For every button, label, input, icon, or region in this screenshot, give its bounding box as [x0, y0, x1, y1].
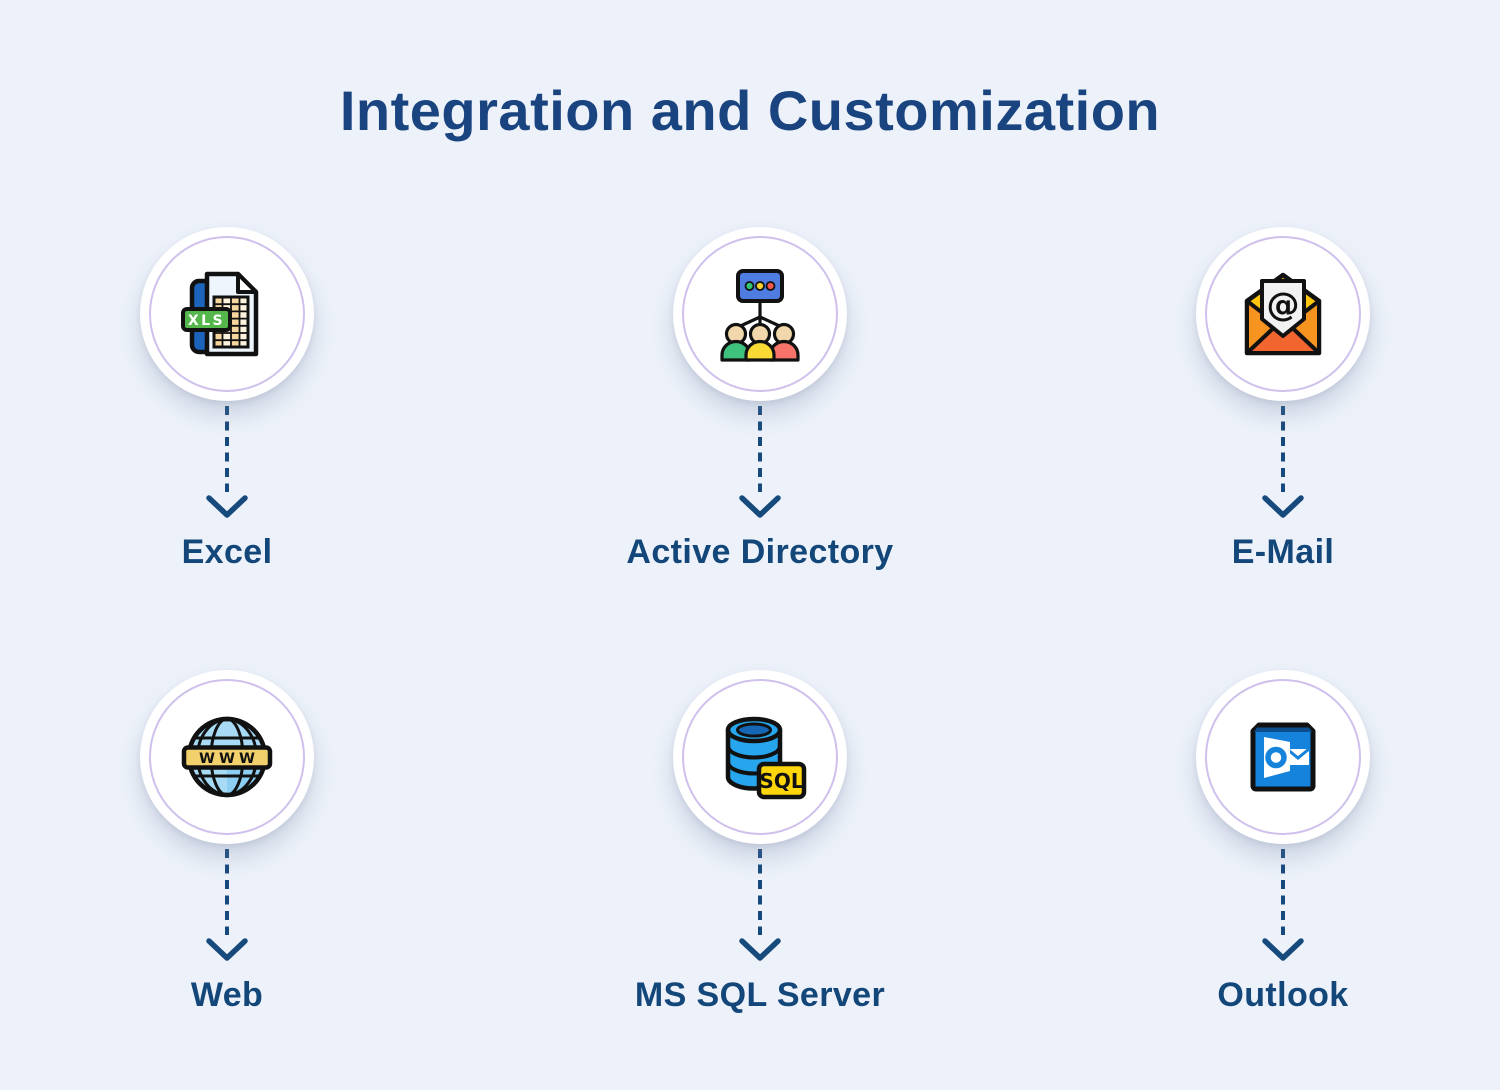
active-directory-hierarchy-icon — [720, 269, 800, 362]
xls-badge-text: XLS — [188, 313, 225, 329]
sql-badge-text: SQL — [759, 769, 803, 793]
items-grid: XLS Excel — [0, 227, 1500, 1017]
excel-xls-file-icon: XLS — [181, 271, 259, 357]
page-title: Integration and Customization — [339, 79, 1161, 142]
item-label-active-directory: Active Directory — [626, 533, 894, 571]
item-label-outlook: Outlook — [1217, 976, 1349, 1014]
sql-circle: SQL — [673, 670, 847, 844]
item-label-excel: Excel — [181, 533, 273, 571]
integration-item-active-directory: Active Directory — [626, 227, 893, 574]
integration-item-outlook: Outlook — [1196, 670, 1370, 1017]
email-circle: @ — [1196, 227, 1370, 401]
dashed-arrow-down — [1262, 849, 1304, 961]
item-label-web: Web — [190, 976, 264, 1014]
integration-item-excel: XLS Excel — [140, 227, 314, 574]
web-circle: WWW — [140, 670, 314, 844]
dashed-arrow-down — [206, 406, 248, 518]
excel-circle: XLS — [140, 227, 314, 401]
outlook-circle — [1196, 670, 1370, 844]
dashed-arrow-down — [206, 849, 248, 961]
at-symbol-text: @ — [1267, 285, 1300, 324]
www-banner-text: WWW — [199, 751, 259, 767]
active-directory-circle — [673, 227, 847, 401]
integration-item-email: @ E-Mail — [1196, 227, 1370, 574]
dashed-arrow-down — [739, 849, 781, 961]
sql-database-icon: SQL — [725, 716, 807, 800]
item-label-email: E-Mail — [1231, 533, 1335, 571]
item-label-ms-sql-server: MS SQL Server — [634, 976, 886, 1014]
integration-item-ms-sql-server: SQL MS SQL Server — [635, 670, 885, 1017]
outlook-logo-icon — [1250, 722, 1316, 792]
dashed-arrow-down — [1262, 406, 1304, 518]
dashed-arrow-down — [739, 406, 781, 518]
integration-item-web: WWW Web — [140, 670, 314, 1017]
email-envelope-icon: @ — [1244, 272, 1322, 356]
globe-www-icon: WWW — [181, 716, 273, 798]
